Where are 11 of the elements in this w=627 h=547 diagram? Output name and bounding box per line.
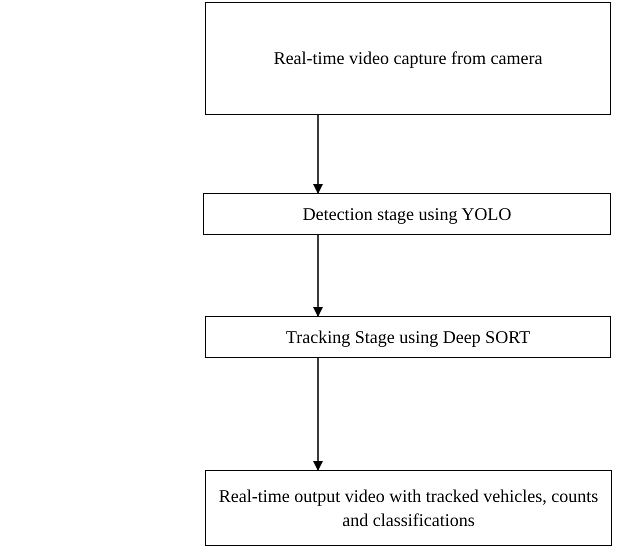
arrow xyxy=(313,115,323,194)
arrow xyxy=(313,358,323,471)
process-box xyxy=(205,2,611,115)
process-box xyxy=(205,316,611,358)
box-label: Detection stage using YOLO xyxy=(302,202,512,226)
process-box xyxy=(205,470,612,546)
arrow xyxy=(313,235,323,317)
process-box xyxy=(203,193,611,235)
box-label: Real-time output video with tracked vehicles, counts and classifications xyxy=(218,484,599,532)
box-label: Real-time video capture from camera xyxy=(274,46,542,70)
box-label: Tracking Stage using Deep SORT xyxy=(286,326,530,348)
